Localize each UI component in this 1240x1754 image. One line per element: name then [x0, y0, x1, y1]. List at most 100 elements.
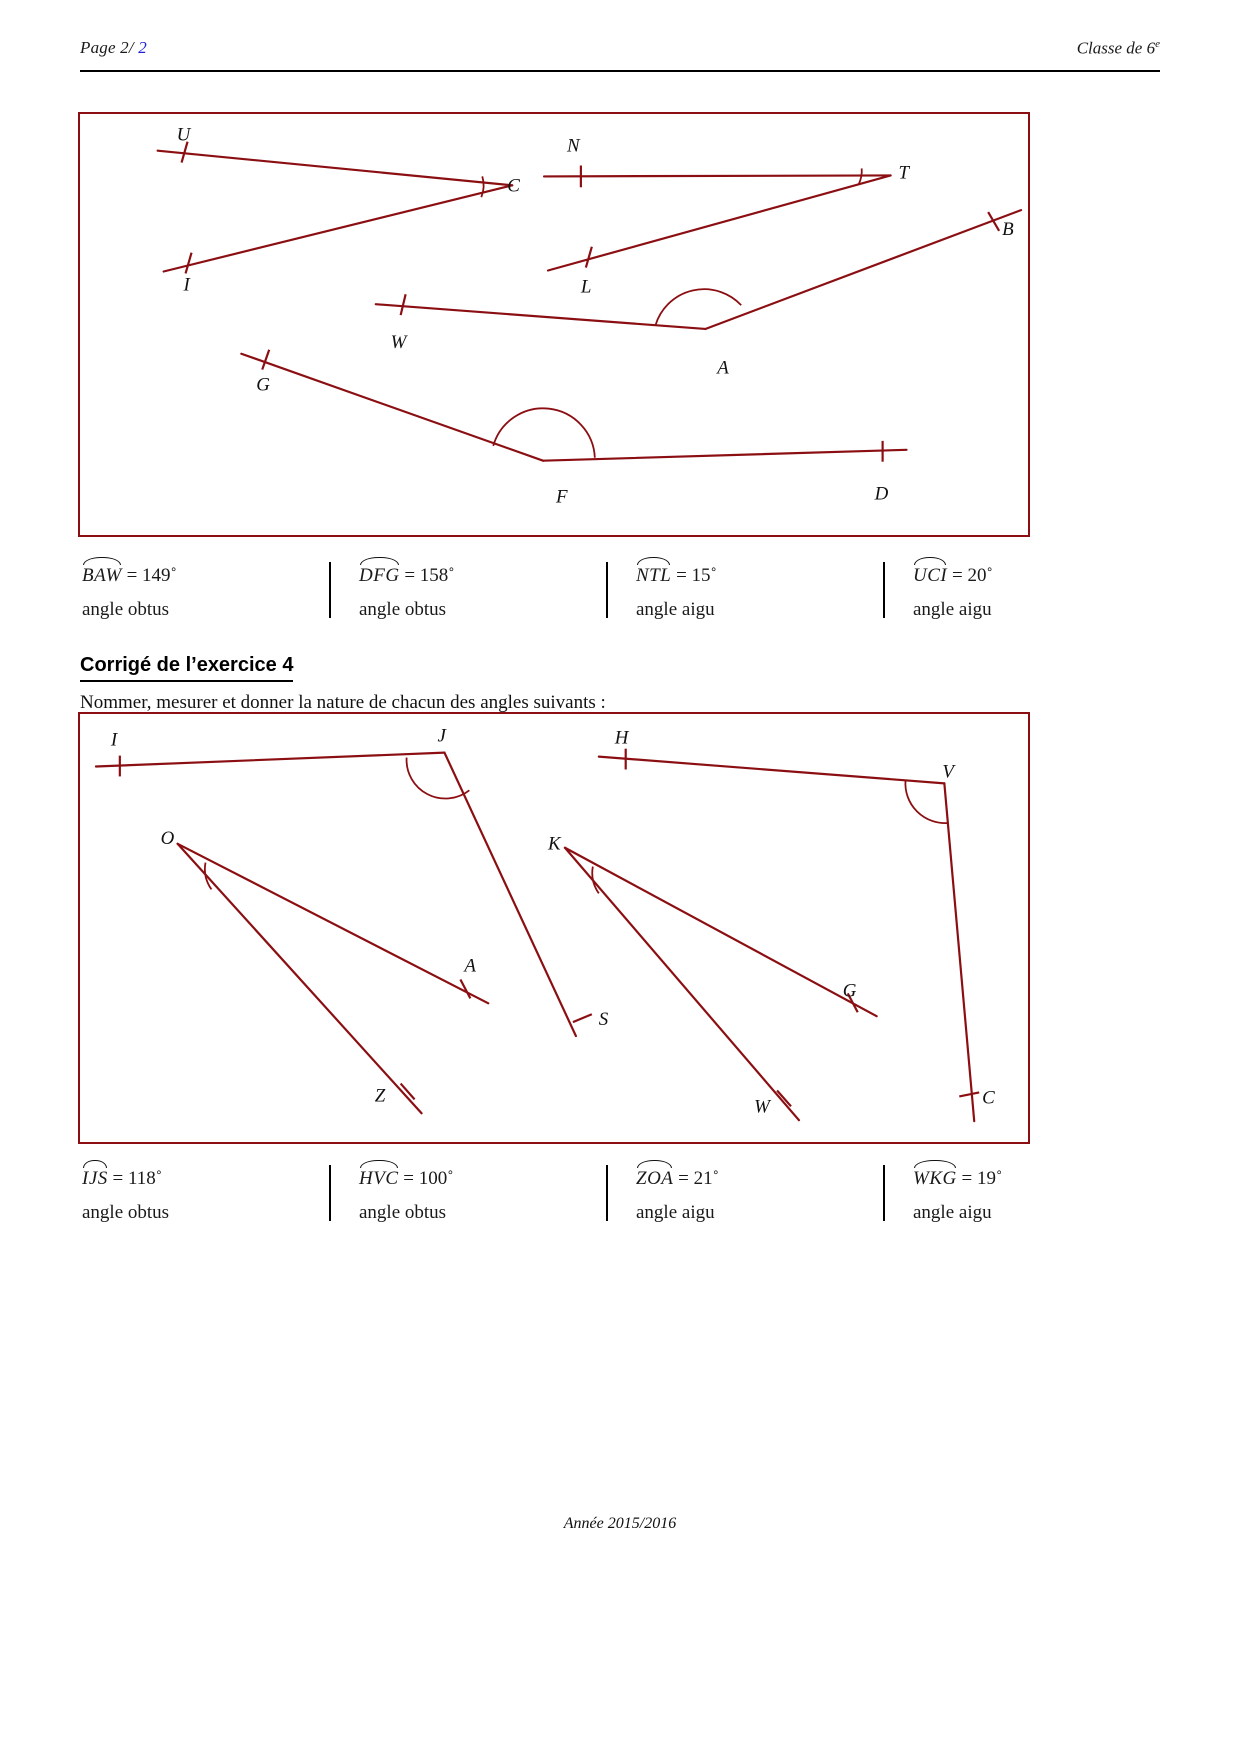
point-label-V: V [942, 761, 956, 782]
angle-nature: angle aigu [636, 1201, 715, 1223]
angle-name: WKG [913, 1160, 957, 1194]
point-label-S: S [599, 1009, 609, 1030]
page-number-label: Page 2/ 2 [80, 38, 147, 58]
angle-arc-T [857, 168, 863, 185]
segment-KW [563, 846, 801, 1122]
angle-value: = 19˚ [961, 1168, 1003, 1189]
point-label-F: F [555, 486, 568, 507]
page-number-text: Page 2/ [80, 38, 134, 57]
point-label-K: K [547, 834, 562, 855]
answer-cell: WKG = 19˚ angle aigu [911, 1160, 1160, 1226]
angle-value: = 15˚ [676, 565, 717, 586]
point-label-N: N [566, 136, 581, 157]
figure-exercice-3: U C I N T L B W A G F D [78, 112, 1030, 537]
tick-L [584, 246, 593, 268]
angle-arc-K [591, 866, 600, 894]
segment-NT [542, 174, 892, 178]
tick-G [261, 349, 271, 370]
angle-nature: angle obtus [359, 1201, 447, 1223]
angle-value: = 158˚ [404, 565, 455, 586]
point-label-J: J [437, 726, 447, 747]
segment-UC [156, 149, 514, 187]
point-label-C: C [507, 175, 520, 196]
tick-B [987, 211, 1001, 232]
angle-arc-A [654, 288, 742, 326]
tick-A [459, 979, 472, 999]
point-label-Z: Z [375, 1085, 386, 1106]
angle-value: = 149˚ [126, 565, 177, 586]
section-prompt: Nommer, mesurer et donner la nature de c… [80, 692, 606, 713]
angle-name: DFG [359, 557, 400, 591]
segment-KG [563, 846, 878, 1018]
answer-formula: HVC = 100˚ [359, 1160, 606, 1194]
angle-name: IJS [82, 1160, 108, 1194]
tick-W [399, 294, 407, 316]
angle-arc-J [405, 757, 470, 800]
answer-cell: BAW = 149˚ angle obtus [80, 557, 329, 623]
tick-I [184, 252, 193, 274]
answer-cell: IJS = 118˚ angle obtus [80, 1160, 329, 1226]
angle-nature: angle aigu [636, 598, 715, 620]
page-number-total: 2 [138, 38, 147, 57]
angle-nature: angle obtus [82, 1201, 170, 1223]
segment-WA [374, 303, 707, 331]
answer-formula: UCI = 20˚ [913, 557, 1160, 591]
answer-divider [606, 1165, 608, 1221]
segment-FD [541, 448, 908, 462]
point-label-L: L [580, 276, 592, 297]
point-label-G: G [256, 374, 270, 395]
answers-exercice-3: BAW = 149˚ angle obtus DFG = 158˚ angle … [80, 557, 1160, 623]
angle-value: = 20˚ [951, 565, 993, 586]
point-label-T: T [899, 162, 911, 183]
angle-nature: angle obtus [82, 598, 170, 620]
angle-arc-F [492, 407, 596, 458]
segment-GF [240, 352, 545, 462]
point-label-C: C [982, 1087, 995, 1108]
class-label-sup: e [1155, 38, 1160, 50]
point-label-A: A [715, 358, 729, 379]
answers-exercice-4: IJS = 118˚ angle obtus HVC = 100˚ angle … [80, 1160, 1160, 1226]
answer-divider [329, 562, 331, 618]
angle-name: HVC [359, 1160, 399, 1194]
angle-arc-C [480, 176, 485, 198]
section-heading: Corrigé de l’exercice 4 [80, 654, 294, 682]
angle-name: BAW [82, 557, 122, 591]
tick-W [776, 1089, 792, 1108]
angle-name: UCI [913, 557, 947, 591]
answer-formula: WKG = 19˚ [913, 1160, 1160, 1194]
segment-OA [176, 842, 490, 1005]
answer-divider [329, 1165, 331, 1221]
answer-formula: NTL = 15˚ [636, 557, 883, 591]
segment-AB [704, 208, 1023, 331]
answer-cell: DFG = 158˚ angle obtus [357, 557, 606, 623]
point-label-I: I [110, 730, 119, 751]
point-label-O: O [161, 828, 175, 849]
answer-formula: BAW = 149˚ [82, 557, 329, 591]
class-label: Classe de 6e [1077, 38, 1160, 59]
figure-exercice-4: I J H V O K A G S Z W C [78, 712, 1030, 1144]
tick-Z [399, 1082, 416, 1101]
point-label-A: A [462, 956, 476, 977]
figure-exercice-3-svg: U C I N T L B W A G F D [156, 125, 1023, 507]
segment-TL [546, 174, 892, 272]
angle-arc-V [904, 780, 949, 824]
answer-cell: NTL = 15˚ angle aigu [634, 557, 883, 623]
page-footer: Année 2015/2016 [563, 1515, 677, 1532]
angle-name: ZOA [636, 1160, 673, 1194]
segment-VC [943, 782, 976, 1123]
tick-S [572, 1013, 593, 1024]
answer-cell: UCI = 20˚ angle aigu [911, 557, 1160, 623]
angle-value: = 118˚ [112, 1168, 163, 1189]
answer-cell: ZOA = 21˚ angle aigu [634, 1160, 883, 1226]
angle-value: = 100˚ [403, 1168, 454, 1189]
point-label-B: B [1002, 219, 1014, 240]
header-rule [80, 70, 1160, 72]
point-label-W: W [391, 332, 409, 353]
angle-value: = 21˚ [678, 1168, 719, 1189]
point-label-U: U [177, 125, 192, 146]
answer-divider [883, 562, 885, 618]
angle-nature: angle aigu [913, 1201, 992, 1223]
segment-HV [597, 755, 946, 785]
tick-C [959, 1091, 980, 1098]
class-label-text: Classe de 6 [1076, 38, 1156, 58]
